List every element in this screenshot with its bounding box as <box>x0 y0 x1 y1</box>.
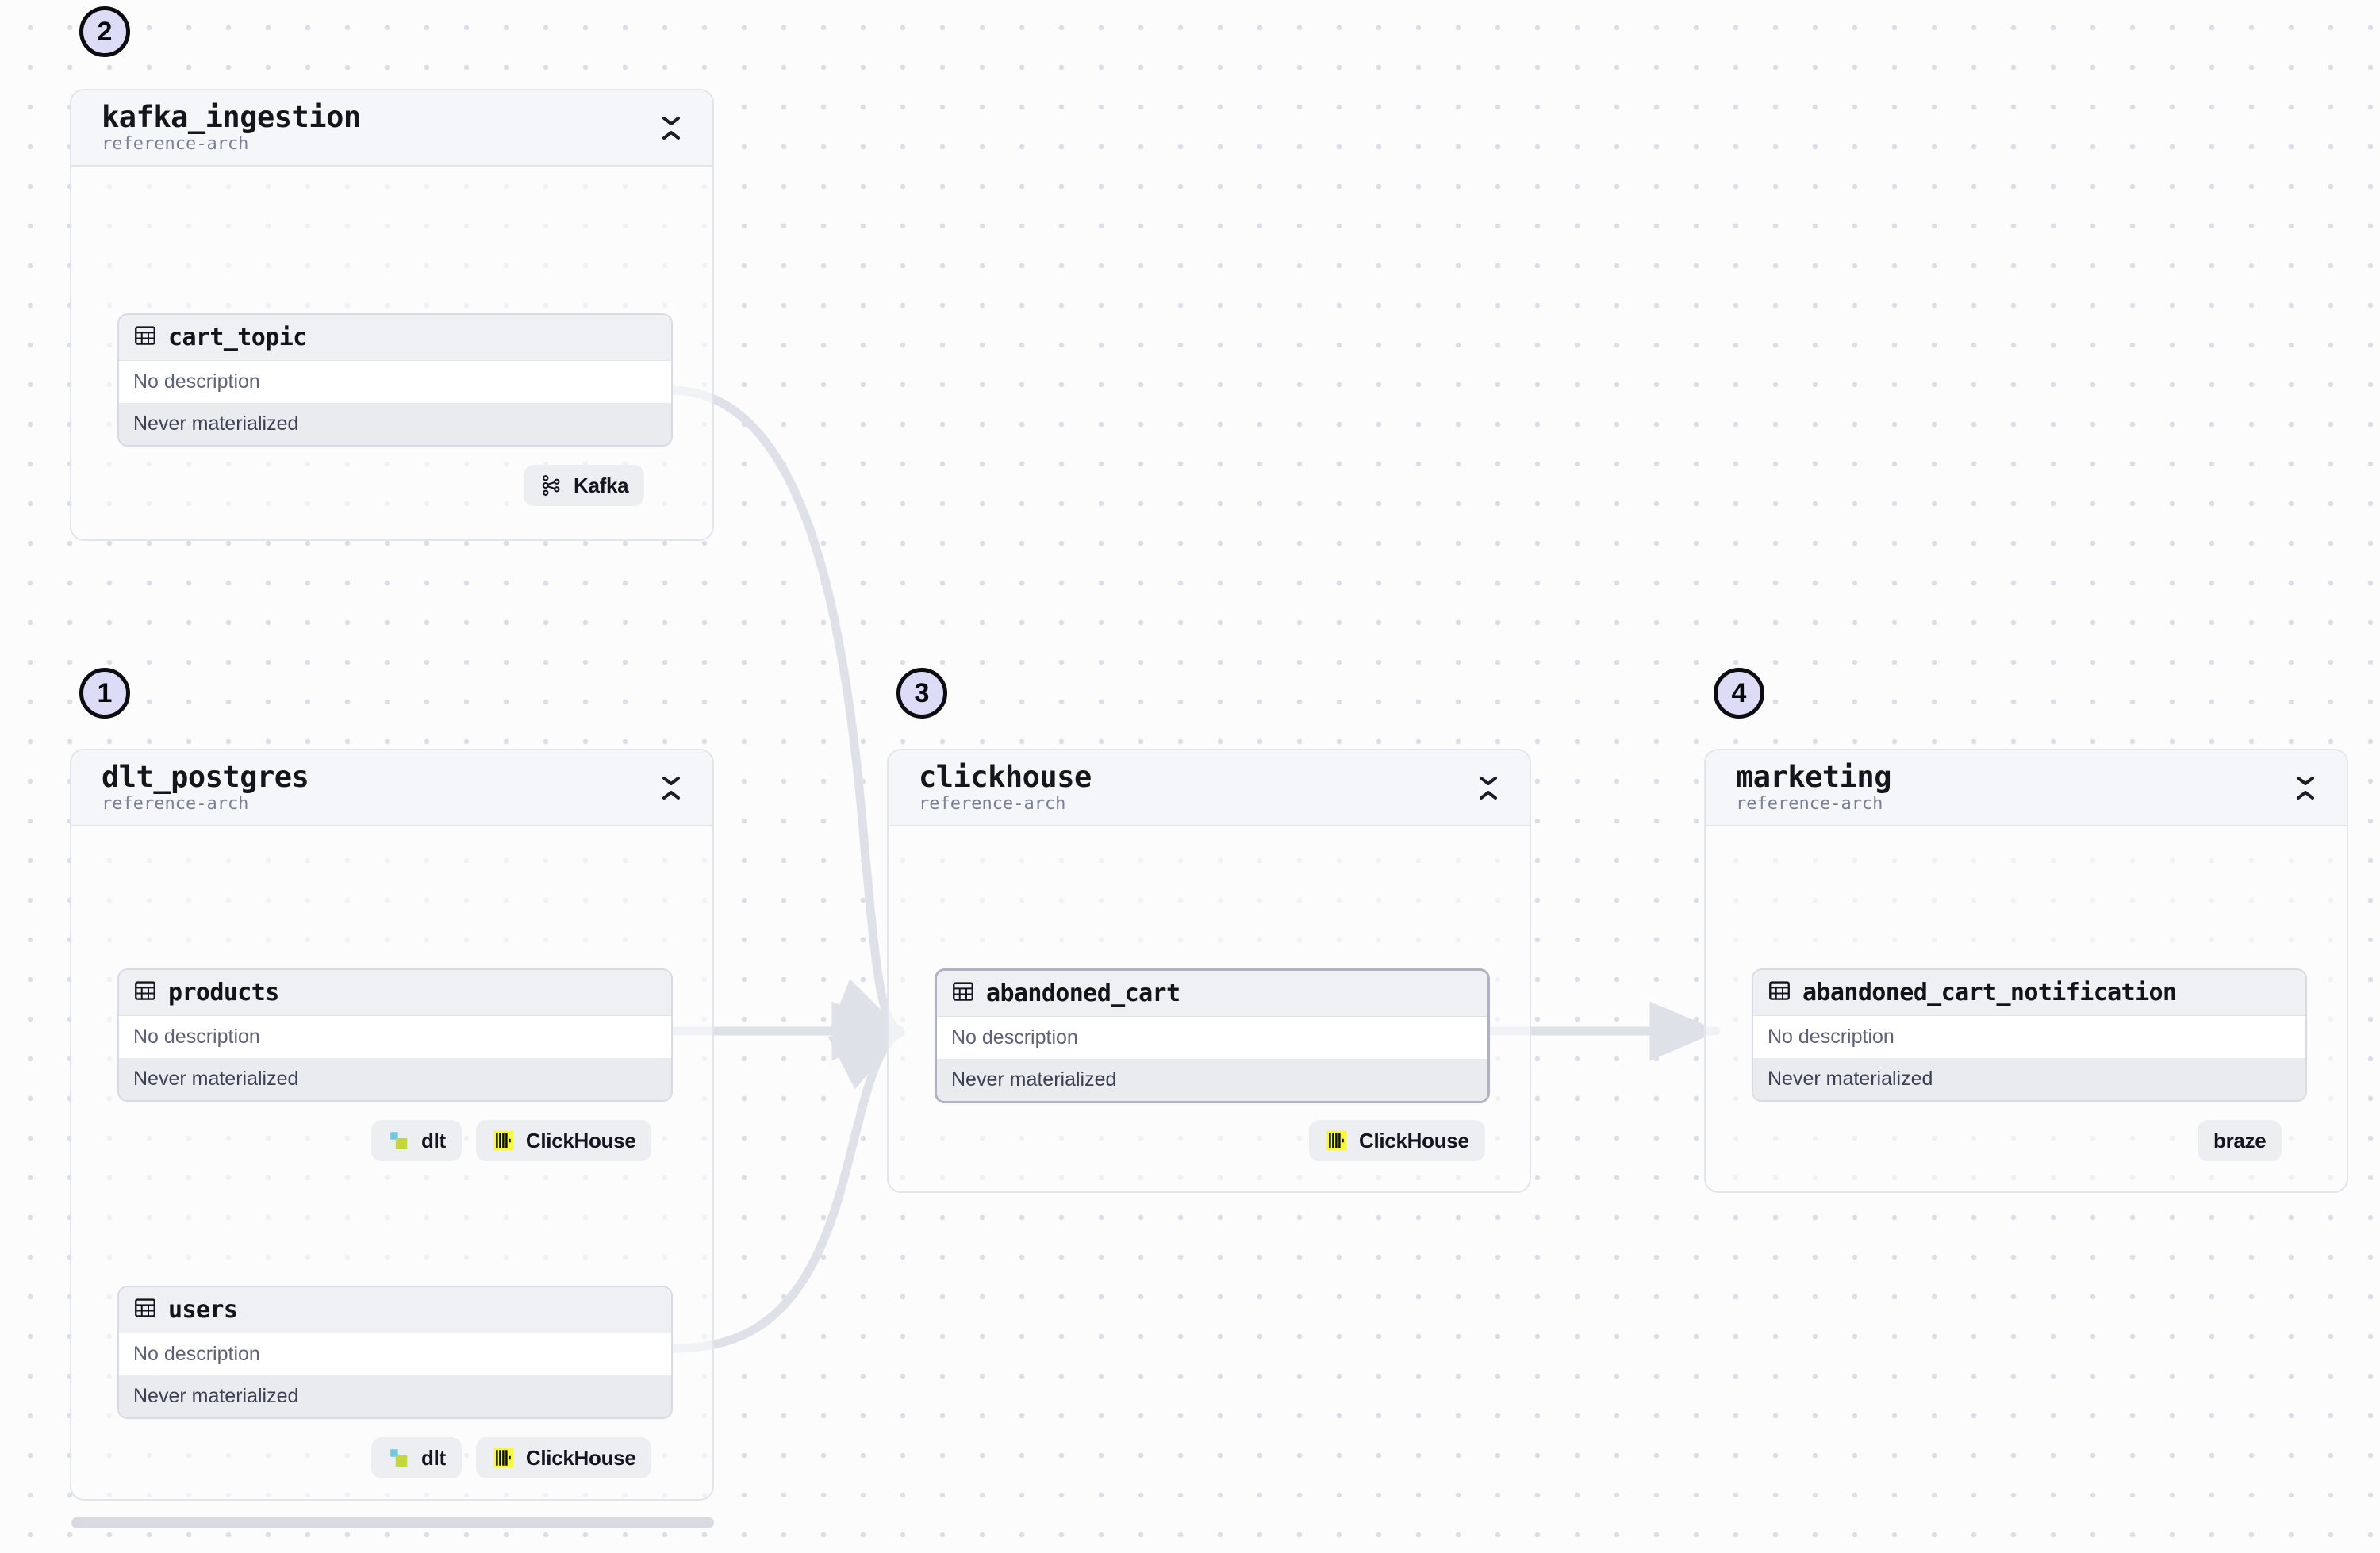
collapse-vertical-icon[interactable] <box>657 770 685 805</box>
group-kafka-ingestion[interactable]: kafka_ingestion reference-arch cart_topi… <box>70 89 714 541</box>
table-materialization: Never materialized <box>119 403 671 445</box>
table-name: abandoned_cart_notification <box>1802 979 2177 1007</box>
badge-clickhouse[interactable]: ClickHouse <box>1309 1120 1485 1161</box>
table-description: No description <box>119 1333 671 1375</box>
badge-braze[interactable]: braze <box>2198 1120 2282 1161</box>
group-dlt-postgres[interactable]: dlt_postgres reference-arch products No … <box>70 749 714 1501</box>
group-title-block: marketing reference-arch <box>1736 761 1891 814</box>
group-name: kafka_ingestion <box>102 99 361 134</box>
horizontal-scrollbar[interactable] <box>71 1517 714 1528</box>
table-materialization: Never materialized <box>1753 1058 2305 1100</box>
badge-row-notification: braze <box>2198 1120 2282 1161</box>
table-materialization: Never materialized <box>119 1058 671 1100</box>
dlt-icon <box>387 1446 411 1470</box>
badge-label: ClickHouse <box>1359 1128 1469 1152</box>
badge-label: Kafka <box>574 473 629 497</box>
badge-clickhouse[interactable]: ClickHouse <box>475 1437 652 1478</box>
table-icon <box>951 980 975 1007</box>
table-materialization: Never materialized <box>119 1375 671 1417</box>
table-node-header: abandoned_cart <box>937 971 1488 1017</box>
table-icon <box>1768 979 1791 1007</box>
badge-label: dlt <box>421 1445 446 1470</box>
group-header[interactable]: kafka_ingestion reference-arch <box>71 90 712 167</box>
table-icon <box>133 324 157 351</box>
table-node-header: cart_topic <box>119 315 671 361</box>
badge-label: braze <box>2213 1128 2267 1152</box>
badge-row-users: dlt ClickHouse <box>371 1437 652 1478</box>
group-clickhouse[interactable]: clickhouse reference-arch abandoned_cart… <box>887 749 1531 1193</box>
badge-clickhouse[interactable]: ClickHouse <box>475 1120 652 1161</box>
table-description: No description <box>1753 1016 2305 1058</box>
collapse-vertical-icon[interactable] <box>1474 770 1503 805</box>
badge-kafka[interactable]: Kafka <box>524 465 645 506</box>
group-subtitle: reference-arch <box>1736 793 1883 814</box>
table-name: users <box>168 1296 238 1324</box>
group-subtitle: reference-arch <box>102 133 249 154</box>
group-marketing[interactable]: marketing reference-arch abandoned_cart_… <box>1704 749 2348 1193</box>
group-subtitle: reference-arch <box>102 793 249 814</box>
badge-row-products: dlt ClickHouse <box>371 1120 652 1161</box>
clickhouse-icon <box>492 1129 516 1152</box>
step-badge-3: 3 <box>896 668 947 719</box>
badge-label: dlt <box>421 1128 446 1152</box>
table-description: No description <box>119 361 671 403</box>
group-header[interactable]: marketing reference-arch <box>1706 750 2347 826</box>
group-subtitle: reference-arch <box>919 793 1066 814</box>
table-materialization: Never materialized <box>937 1059 1488 1101</box>
table-name: products <box>168 979 279 1007</box>
table-node-header: users <box>119 1287 671 1333</box>
group-name: clickhouse <box>919 759 1092 794</box>
table-node-cart-topic[interactable]: cart_topic No description Never material… <box>117 313 673 447</box>
group-title-block: dlt_postgres reference-arch <box>102 761 309 814</box>
table-node-abandoned-cart-notification[interactable]: abandoned_cart_notification No descripti… <box>1752 968 2307 1102</box>
table-node-users[interactable]: users No description Never materialized <box>117 1286 673 1419</box>
group-name: dlt_postgres <box>102 759 309 794</box>
collapse-vertical-icon[interactable] <box>2291 770 2320 805</box>
badge-dlt[interactable]: dlt <box>371 1437 462 1478</box>
badge-dlt[interactable]: dlt <box>371 1120 462 1161</box>
step-badge-1: 1 <box>79 668 130 719</box>
clickhouse-icon <box>492 1446 516 1470</box>
table-node-abandoned-cart[interactable]: abandoned_cart No description Never mate… <box>935 968 1490 1103</box>
dlt-icon <box>387 1129 411 1152</box>
clickhouse-icon <box>1325 1129 1349 1152</box>
group-name: marketing <box>1736 759 1891 794</box>
group-header[interactable]: dlt_postgres reference-arch <box>71 750 712 826</box>
step-badge-4: 4 <box>1714 668 1764 719</box>
badge-row-abandoned-cart: ClickHouse <box>1309 1120 1485 1161</box>
table-node-header: abandoned_cart_notification <box>1753 970 2305 1016</box>
step-badge-2: 2 <box>79 6 130 57</box>
badge-row-cart-topic: Kafka <box>524 465 645 506</box>
group-title-block: kafka_ingestion reference-arch <box>102 99 361 154</box>
table-node-header: products <box>119 970 671 1016</box>
badge-label: ClickHouse <box>525 1128 636 1152</box>
table-icon <box>133 1296 157 1324</box>
badge-label: ClickHouse <box>525 1445 636 1470</box>
table-description: No description <box>119 1016 671 1058</box>
table-icon <box>133 979 157 1007</box>
table-description: No description <box>937 1017 1488 1059</box>
group-header[interactable]: clickhouse reference-arch <box>889 750 1530 826</box>
table-name: abandoned_cart <box>986 980 1180 1007</box>
group-title-block: clickhouse reference-arch <box>919 761 1092 814</box>
collapse-vertical-icon[interactable] <box>657 110 685 145</box>
kafka-icon <box>539 474 563 497</box>
table-node-products[interactable]: products No description Never materializ… <box>117 968 673 1102</box>
table-name: cart_topic <box>168 324 307 351</box>
